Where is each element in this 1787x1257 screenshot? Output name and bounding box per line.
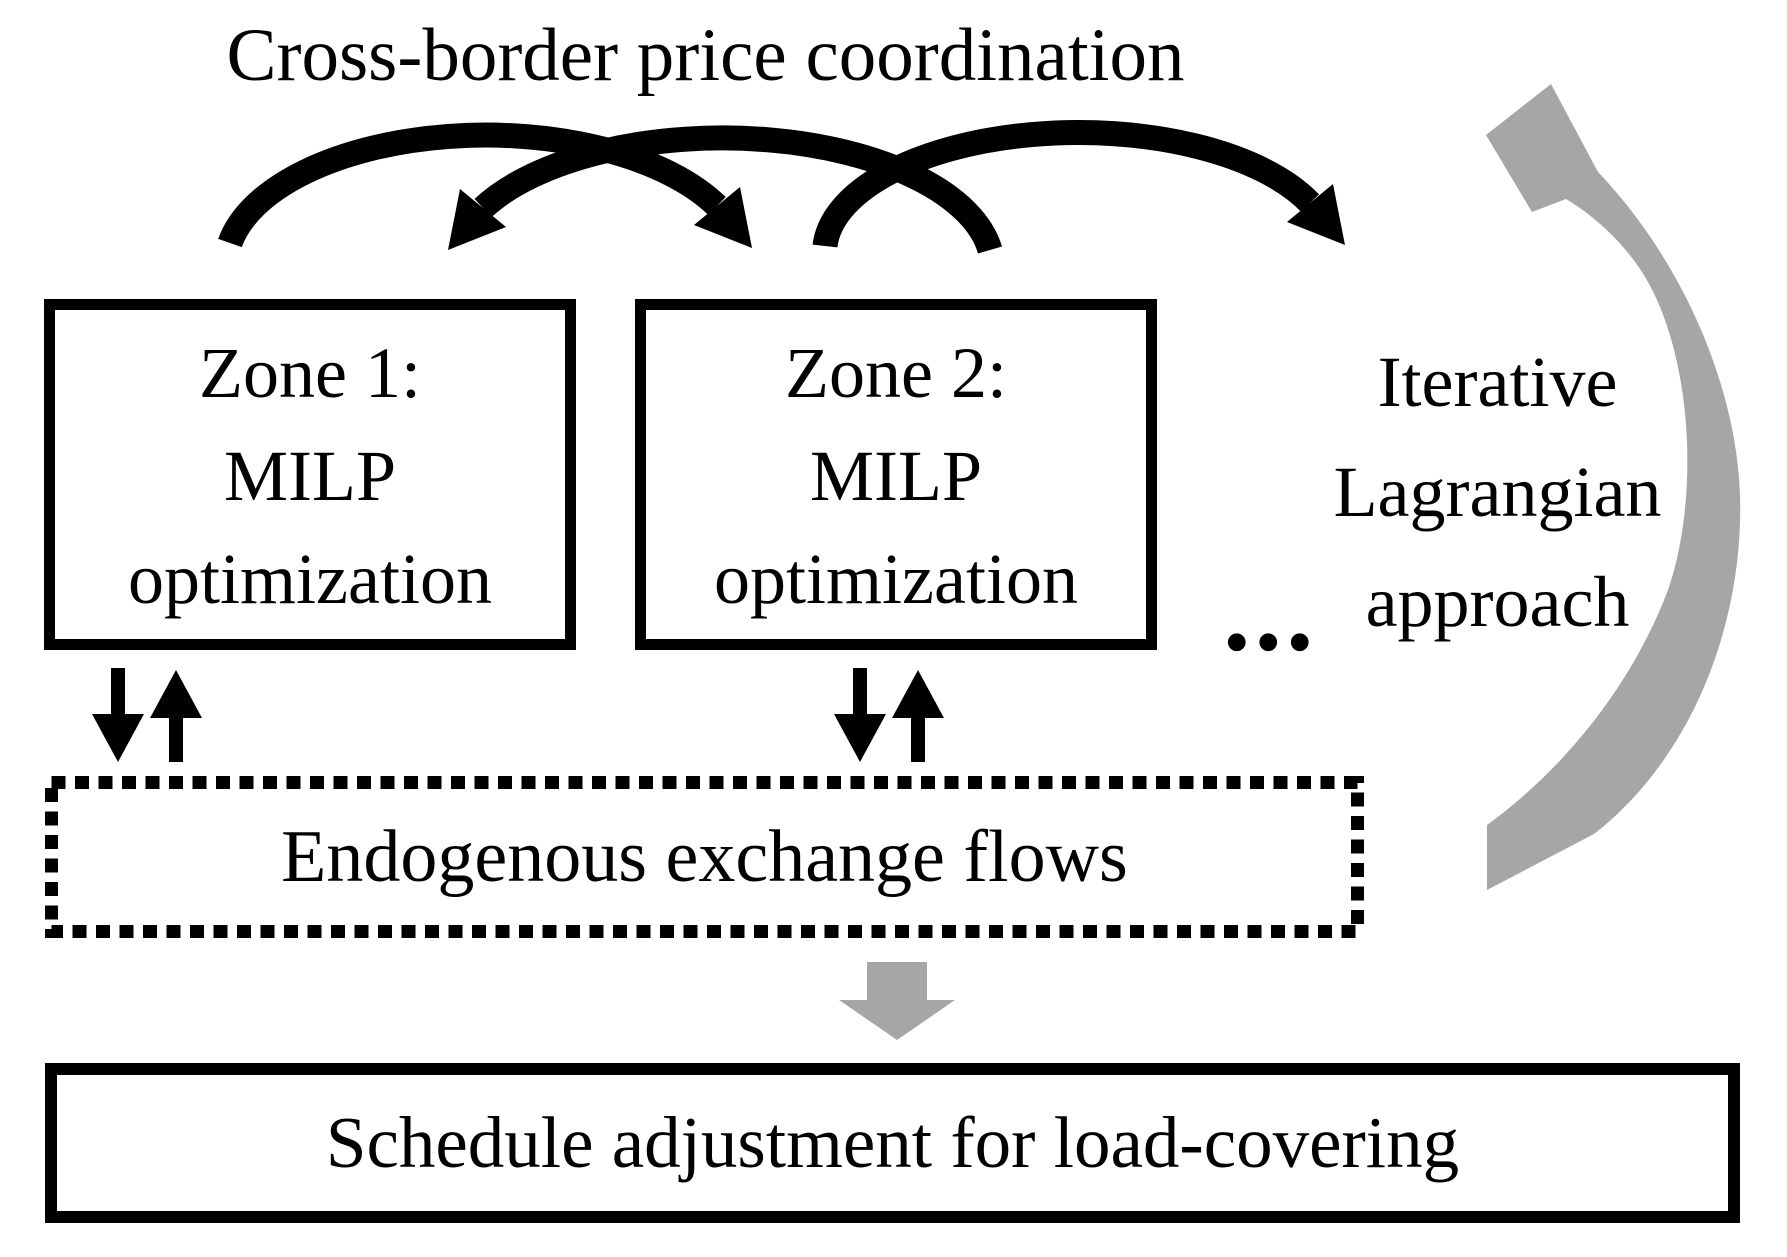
zone2-down-arrow-shaft bbox=[853, 668, 867, 718]
schedule-adjustment-box: Schedule adjustment for load-covering bbox=[45, 1063, 1740, 1223]
zone1-label-line3: optimization bbox=[128, 539, 492, 619]
arc-arrowhead-left-icon bbox=[448, 189, 506, 250]
zone2-exchange-arrows bbox=[834, 668, 944, 762]
zone2-label-line3: optimization bbox=[714, 539, 1078, 619]
zone1-exchange-arrows bbox=[92, 668, 202, 762]
arc-zone2-to-right bbox=[812, 120, 1320, 248]
zone2-up-arrow-icon bbox=[892, 670, 944, 718]
iterative-loop-arrow-icon bbox=[1486, 84, 1741, 890]
arc-arrowhead-far-right-icon bbox=[1287, 184, 1345, 245]
loop-label-line2: Lagrangian bbox=[1333, 452, 1662, 532]
loop-label-line1: Iterative bbox=[1377, 342, 1618, 422]
zone1-label-line1: Zone 1: bbox=[199, 333, 421, 413]
zone2-down-arrow-icon bbox=[834, 714, 886, 762]
zone2-box: Zone 2: MILP optimization bbox=[635, 299, 1157, 650]
iterative-loop-label: Iterative Lagrangian approach bbox=[1290, 327, 1705, 657]
zone1-label-line2: MILP bbox=[223, 436, 397, 516]
arc-arrowhead-right-icon bbox=[694, 187, 752, 248]
more-zones-ellipsis: ... bbox=[1218, 516, 1318, 682]
page-title: Cross-border price coordination bbox=[226, 14, 1185, 97]
zone1-up-arrow-icon bbox=[150, 670, 202, 718]
zone1-box: Zone 1: MILP optimization bbox=[44, 299, 576, 650]
zone1-down-arrow-icon bbox=[92, 714, 144, 762]
zone2-label-line1: Zone 2: bbox=[785, 333, 1007, 413]
arc-zone1-to-zone2 bbox=[218, 122, 726, 248]
gray-down-arrow-icon bbox=[839, 962, 955, 1040]
cross-border-arcs bbox=[218, 120, 1345, 254]
schedule-adjustment-label: Schedule adjustment for load-covering bbox=[325, 1102, 1460, 1183]
zone1-down-arrow-shaft bbox=[111, 668, 125, 718]
loop-label-line3: approach bbox=[1365, 562, 1630, 642]
zone2-label-line2: MILP bbox=[809, 436, 983, 516]
zone2-up-arrow-shaft bbox=[911, 716, 925, 762]
zone1-up-arrow-shaft bbox=[169, 716, 183, 762]
arc-right-to-zone1 bbox=[474, 125, 1002, 254]
exchange-flows-label: Endogenous exchange flows bbox=[281, 815, 1128, 898]
